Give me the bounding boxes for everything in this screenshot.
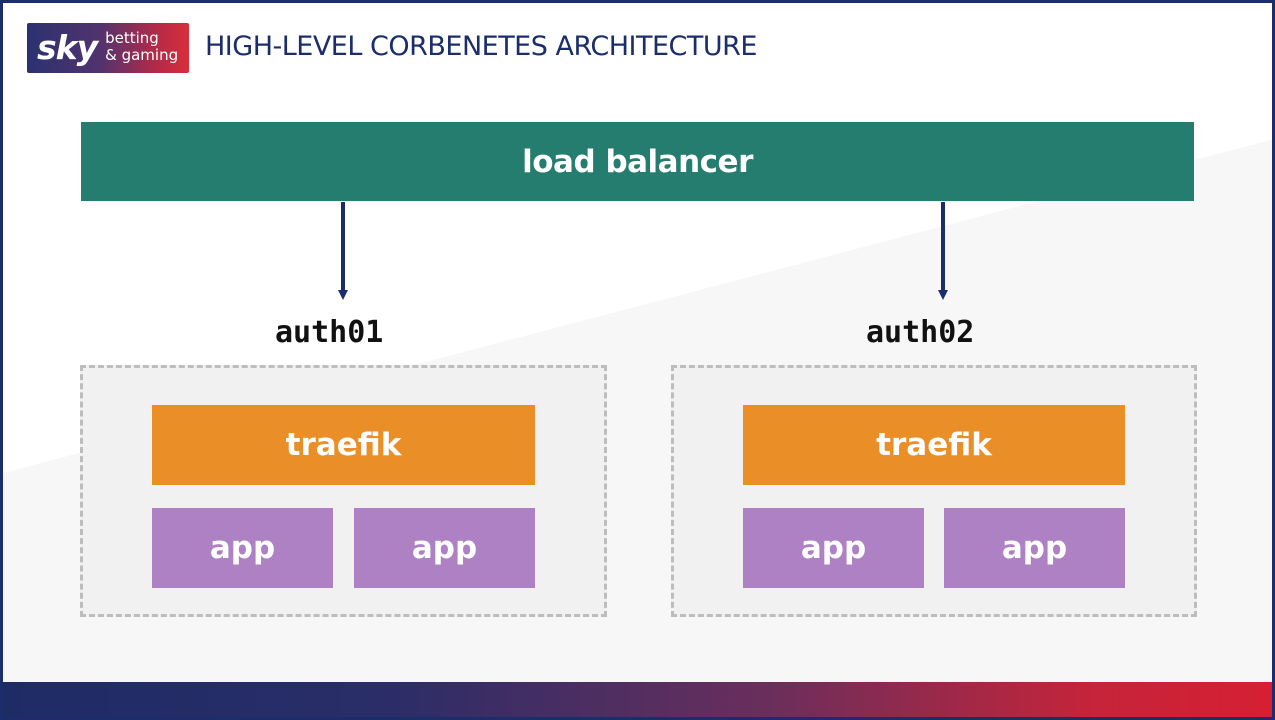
slide-title: HIGH-LEVEL CORBENETES ARCHITECTURE xyxy=(205,31,757,62)
logo-sky-text: sky xyxy=(37,28,98,67)
node-label-auth01: auth01 xyxy=(275,315,384,350)
traefik-auth01: traefik xyxy=(152,405,535,485)
app-auth01-2: app xyxy=(354,508,535,588)
app-auth01-1: app xyxy=(152,508,333,588)
logo-subtitle-line2: & gaming xyxy=(105,46,179,64)
app-auth02-2: app xyxy=(944,508,1125,588)
app-auth02-1: app xyxy=(743,508,924,588)
traefik-auth02: traefik xyxy=(743,405,1125,485)
brand-logo: sky betting & gaming xyxy=(27,23,189,73)
load-balancer-box: load balancer xyxy=(81,122,1194,201)
logo-subtitle: betting & gaming xyxy=(97,23,178,73)
footer-gradient-bar xyxy=(3,682,1272,717)
logo-subtitle-line1: betting xyxy=(105,29,159,47)
node-label-auth02: auth02 xyxy=(866,315,975,350)
